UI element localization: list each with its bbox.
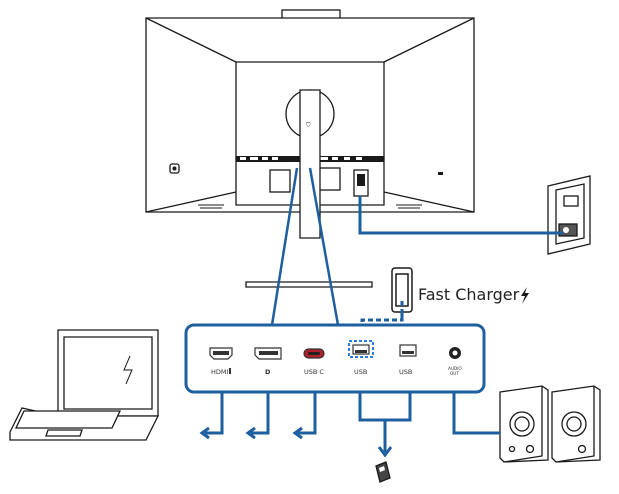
laptop [9, 329, 160, 441]
port-label-usb1: USB [354, 368, 367, 376]
usb-c-port-icon [303, 348, 325, 359]
lightning-bolt-icon [521, 287, 529, 304]
svg-text:⛉: ⛉ [306, 122, 311, 129]
speaker-right [551, 385, 601, 463]
monitor-stand-base [245, 281, 373, 288]
port-label-audio-line1: AUDIO [448, 366, 462, 371]
io-panel [184, 323, 486, 394]
port-label-usb2: USB [399, 368, 412, 376]
cables [199, 167, 563, 458]
port-label-usbc: USB C [304, 368, 324, 376]
speakers [499, 385, 601, 463]
hdmi-port-icon [209, 347, 233, 360]
port-label-dp: D [265, 368, 271, 376]
speaker-left [499, 385, 549, 463]
wall-outlet [547, 175, 591, 255]
displayport-icon [254, 347, 282, 360]
monitor-rear: ⛉ [145, 9, 475, 288]
fast-charger-label: Fast Charger [418, 285, 520, 304]
port-label-audio-line2: OUT [450, 371, 459, 376]
usb-a-port-icon-charging [348, 340, 374, 358]
audio-jack-icon [449, 347, 461, 359]
monitor-stand-neck [299, 89, 321, 239]
port-label-hdmi: HDMI [211, 368, 229, 376]
usb-flash-drive [375, 461, 391, 483]
usb-a-port-icon [399, 344, 417, 357]
